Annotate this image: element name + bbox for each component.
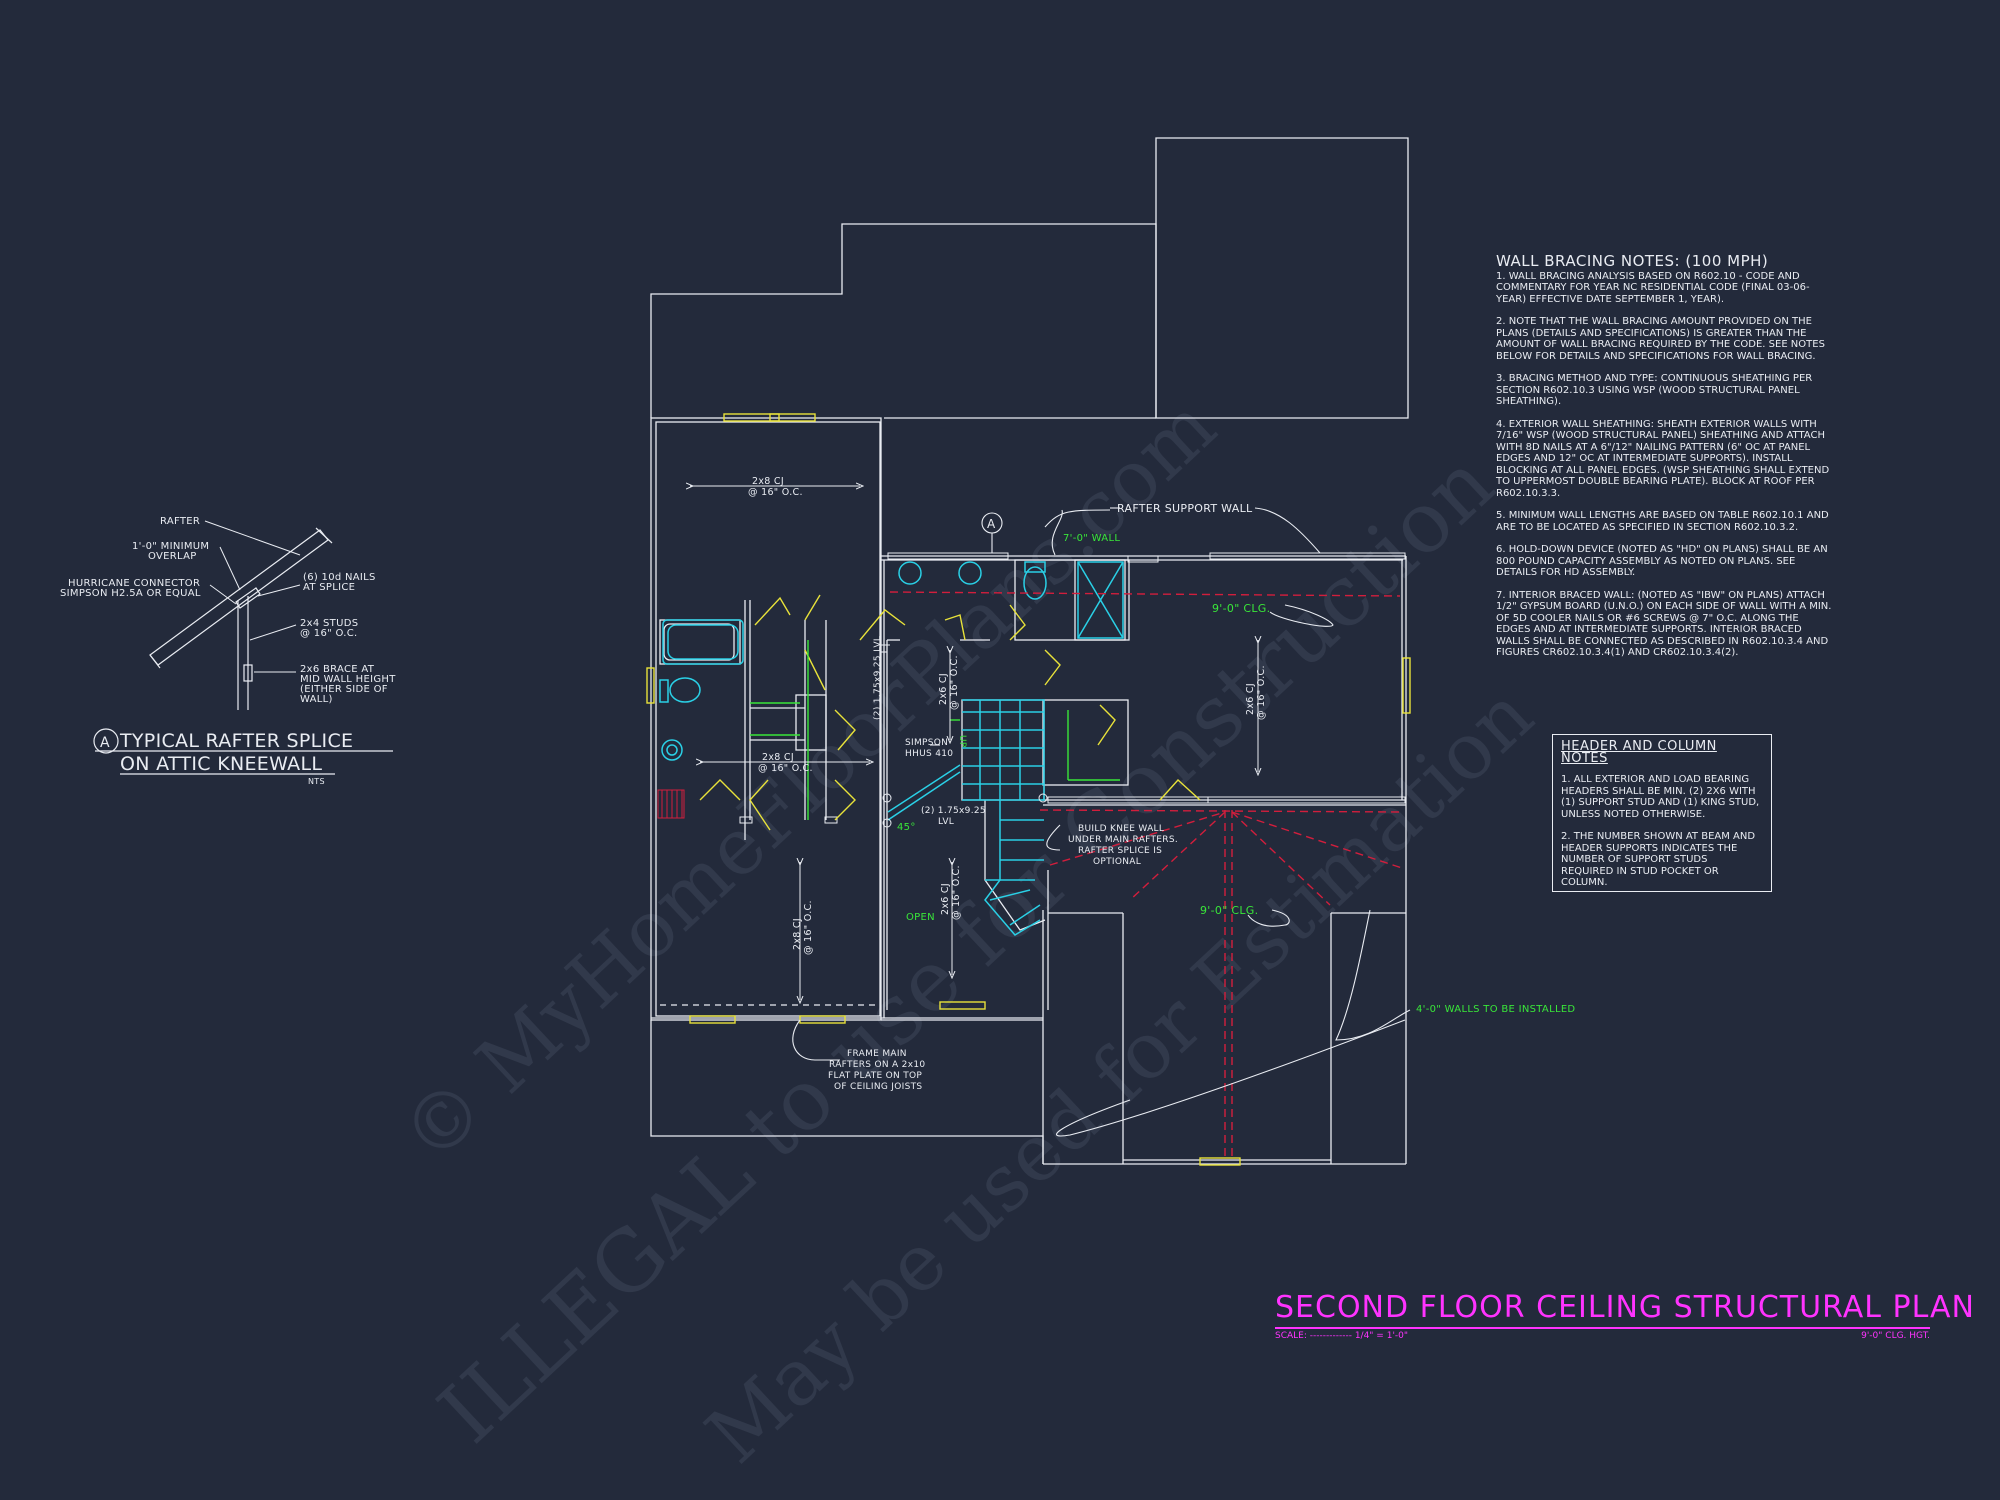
building-outline bbox=[650, 137, 1409, 1165]
simpson-2: HHUS 410 bbox=[905, 749, 953, 759]
header-notes-title: HEADER AND COLUMN NOTES bbox=[1561, 739, 1717, 766]
cj-lower-left-2: @ 16" O.C. bbox=[803, 900, 814, 955]
ceiling-height: 9'-0" CLG. HGT. bbox=[1861, 1331, 1930, 1341]
lvl-horizontal-2: LVL bbox=[938, 817, 954, 827]
label-brace-3: (EITHER SIDE OF bbox=[300, 684, 388, 695]
wall-bracing-notes: WALL BRACING NOTES: (100 MPH) 1. WALL BR… bbox=[1496, 252, 1832, 670]
windows bbox=[646, 413, 1411, 1166]
red-hatch-area bbox=[657, 789, 685, 819]
label-rafter: RAFTER bbox=[160, 516, 200, 527]
cj-right-1: 2x6 CJ bbox=[1245, 683, 1256, 715]
knee-wall-2: UNDER MAIN RAFTERS. bbox=[1068, 835, 1178, 845]
label-overlap-2: OVERLAP bbox=[148, 551, 197, 562]
wall-bracing-note-6: 6. HOLD-DOWN DEVICE (NOTED AS "HD" ON PL… bbox=[1496, 544, 1828, 578]
cj-center-1: 2x6 CJ bbox=[938, 673, 949, 705]
detail-title-line-2: ON ATTIC KNEEWALL bbox=[120, 753, 322, 775]
cj-center-2: @ 16" O.C. bbox=[949, 655, 960, 710]
clg-lower-label: 9'-0" CLG. bbox=[1200, 904, 1258, 917]
label-hurricane-2: SIMPSON H2.5A OR EQUAL bbox=[60, 588, 201, 599]
detail-marker-circle bbox=[93, 728, 119, 754]
cj-lower-left-1: 2x8 CJ bbox=[792, 918, 803, 950]
section-marker-a: A bbox=[981, 512, 1003, 553]
frame-main-1: FRAME MAIN bbox=[847, 1049, 907, 1059]
wall-bracing-note-4: 4. EXTERIOR WALL SHEATHING: SHEATH EXTER… bbox=[1496, 418, 1830, 499]
knee-wall-3: RAFTER SPLICE IS bbox=[1078, 846, 1162, 856]
plumbing-fixtures bbox=[659, 561, 1124, 936]
header-note-2: 2. THE NUMBER SHOWN AT BEAM AND HEADER S… bbox=[1561, 831, 1756, 888]
cj-left-2: @ 16" O.C. bbox=[758, 763, 813, 774]
label-nails-1: (6) 10d NAILS bbox=[303, 572, 376, 583]
plan-labels: 2x8 CJ @ 16" O.C. 2x8 CJ @ 16" O.C. 2x8 … bbox=[748, 476, 1575, 1092]
detail-title-line-1: TYPICAL RAFTER SPLICE bbox=[119, 730, 353, 752]
lvl-horizontal-1: (2) 1.75x9.25 bbox=[921, 806, 986, 816]
header-note-1: 1. ALL EXTERIOR AND LOAD BEARING HEADERS… bbox=[1561, 774, 1760, 820]
label-nails-2: AT SPLICE bbox=[303, 582, 355, 593]
wall-bracing-note-5: 5. MINIMUM WALL LENGTHS ARE BASED ON TAB… bbox=[1496, 510, 1829, 533]
wall-bracing-note-2: 2. NOTE THAT THE WALL BRACING AMOUNT PRO… bbox=[1496, 316, 1825, 362]
frame-main-2: RAFTERS ON A 2x10 bbox=[829, 1060, 925, 1070]
knee-wall-1: BUILD KNEE WALL bbox=[1078, 824, 1164, 834]
label-brace-2: MID WALL HEIGHT bbox=[300, 674, 396, 685]
frame-main-4: OF CEILING JOISTS bbox=[834, 1082, 922, 1092]
detail-scale: NTS bbox=[308, 777, 325, 786]
cj-right-2: @ 16" O.C. bbox=[1256, 665, 1267, 720]
wall-bracing-note-3: 3. BRACING METHOD AND TYPE: CONTINUOUS S… bbox=[1496, 373, 1813, 407]
rafter-splice-labels: RAFTER 1'-0" MINIMUM OVERLAP HURRICANE C… bbox=[60, 516, 396, 786]
drawing-title: SECOND FLOOR CEILING STRUCTURAL PLAN bbox=[1275, 1290, 1974, 1329]
cj-top-1: 2x8 CJ bbox=[752, 476, 784, 487]
drawing-title-block: SECOND FLOOR CEILING STRUCTURAL PLAN SCA… bbox=[1275, 1290, 1974, 1341]
clg-upper-label: 9'-0" CLG. bbox=[1212, 602, 1270, 615]
leader-lines bbox=[792, 507, 1411, 1137]
dashed-beams bbox=[889, 591, 1403, 1160]
label-brace-4: WALL) bbox=[300, 694, 333, 705]
rafter-support-wall-label: RAFTER SUPPORT WALL bbox=[1117, 502, 1253, 515]
frame-main-3: FLAT PLATE ON TOP bbox=[828, 1071, 922, 1081]
up-label: UP bbox=[957, 735, 967, 748]
detail-marker-letter: A bbox=[100, 735, 110, 751]
section-marker-letter: A bbox=[987, 517, 996, 531]
rafter-splice-detail bbox=[149, 520, 333, 710]
angle-label: 45° bbox=[897, 822, 916, 833]
wall-7-label: 7'-0" WALL bbox=[1063, 533, 1120, 544]
walls-installed-label: 4'-0" WALLS TO BE INSTALLED bbox=[1416, 1004, 1575, 1015]
header-column-notes: HEADER AND COLUMN NOTES 1. ALL EXTERIOR … bbox=[1552, 734, 1772, 892]
label-hurricane-1: HURRICANE CONNECTOR bbox=[68, 578, 200, 589]
cj-top-2: @ 16" O.C. bbox=[748, 487, 803, 498]
lvl-vertical-label: (2) 1.75x9.25 LVL bbox=[873, 636, 883, 720]
label-studs-2: @ 16" O.C. bbox=[300, 628, 358, 639]
label-brace-1: 2x6 BRACE AT bbox=[300, 664, 375, 675]
cj-center-lower-1: 2x6 CJ bbox=[940, 883, 951, 915]
doors bbox=[699, 594, 1201, 831]
wall-bracing-note-1: 1. WALL BRACING ANALYSIS BASED ON R602.1… bbox=[1496, 270, 1810, 305]
span-arrows bbox=[690, 486, 1258, 1000]
label-overlap-1: 1'-0" MINIMUM bbox=[132, 541, 209, 552]
cj-left-1: 2x8 CJ bbox=[762, 752, 794, 763]
label-studs-1: 2x4 STUDS bbox=[300, 618, 358, 629]
drawing-scale: SCALE: ------------- 1/4" = 1'-0" bbox=[1275, 1331, 1409, 1341]
knee-wall-4: OPTIONAL bbox=[1093, 857, 1141, 867]
wall-bracing-title: WALL BRACING NOTES: (100 MPH) bbox=[1496, 252, 1769, 270]
hatched-walls bbox=[739, 552, 1406, 824]
open-label: OPEN bbox=[906, 912, 935, 923]
cj-center-lower-2: @ 16" O.C. bbox=[951, 865, 962, 920]
simpson-1: SIMPSON bbox=[905, 738, 948, 748]
wall-bracing-note-7: 7. INTERIOR BRACED WALL: (NOTED AS "IBW"… bbox=[1496, 589, 1832, 659]
